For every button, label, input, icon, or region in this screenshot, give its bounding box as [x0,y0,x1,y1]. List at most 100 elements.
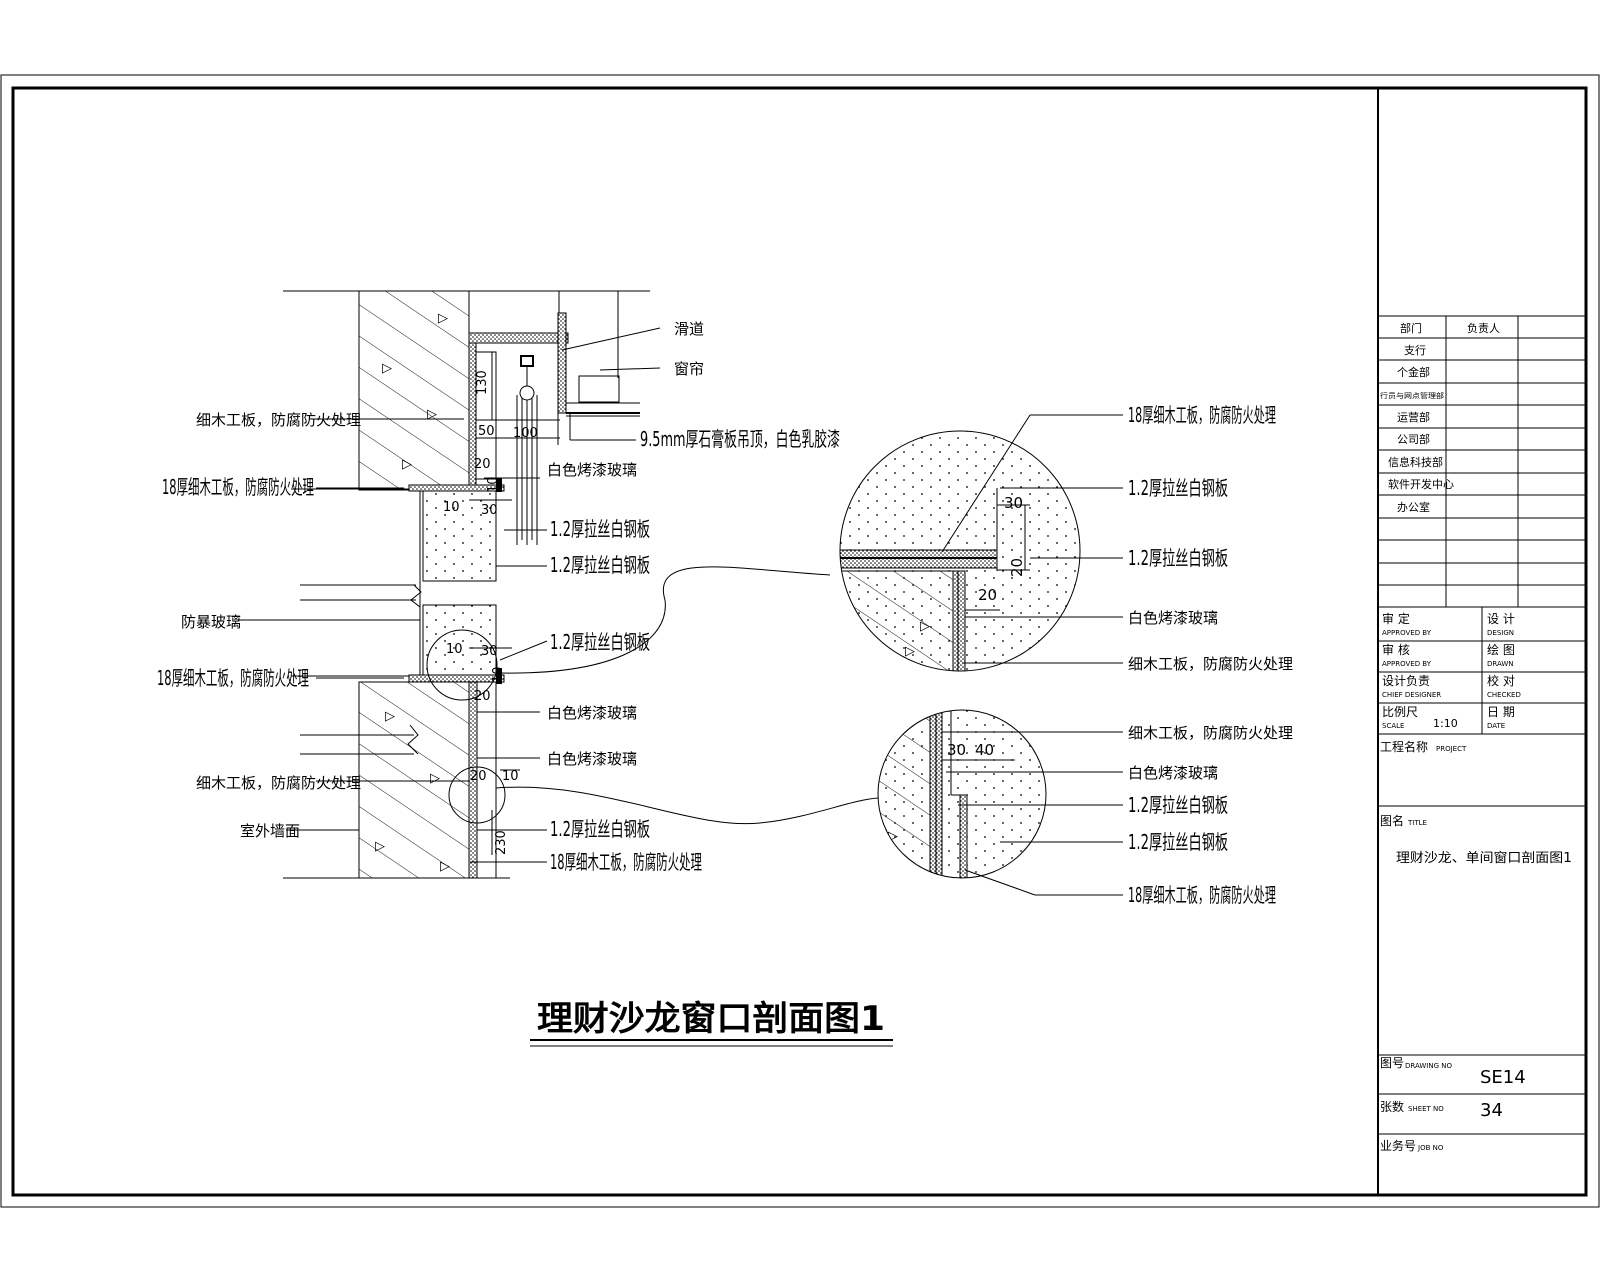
sheji-fuze-en: CHIEF DESIGNER [1382,691,1441,699]
detail-bottom-label-a: 细木工板，防腐防火处理 [1128,724,1293,742]
huitu-en: DRAWN [1487,660,1514,668]
glass-panels [300,490,497,679]
curtain-box [468,312,640,545]
detail-bottom-dim-40: 40 [975,741,994,759]
detail-top-dim-30: 30 [1004,494,1023,512]
approval-block: 审 定 APPROVED BY 审 核 APPROVED BY 设计负责 CHI… [1378,607,1586,735]
dept-7: 办公室 [1397,500,1430,514]
dim-130: 130 [475,370,490,395]
detail-marker-bottom [448,766,506,824]
label-glass-3: 白色烤漆玻璃 [547,750,637,768]
dim-10c: 10 [446,642,463,657]
dept-4: 公司部 [1397,432,1430,446]
svg-text:▷: ▷ [382,361,392,376]
huitu-label: 绘 图 [1487,642,1515,657]
dept-3: 运营部 [1397,410,1430,424]
shenhe-label: 审 核 [1382,642,1410,657]
dim-10d: 10 [491,666,506,683]
detail-top-label-c: 1.2厚拉丝白钢板 [1128,546,1228,570]
svg-text:▷: ▷ [385,709,395,724]
project-en: PROJECT [1436,745,1467,753]
dim-50: 50 [478,424,495,439]
sheji-fuze-label: 设计负责 [1382,674,1430,688]
title-block: 部门 负责人 支行 个金部 行员与网点管理部 运营部 公司部 信息科技部 软件开… [1377,88,1586,1195]
label-shigao: 9.5mm厚石膏板吊顶，白色乳胶漆 [640,427,840,451]
sheji-en: DESIGN [1487,629,1514,637]
dim-30a: 30 [481,503,498,518]
dept-1: 个金部 [1397,365,1430,379]
svg-text:▷: ▷ [427,407,437,422]
detail-top: ▷ ▷ 30 20 20 18厚细木工板，防腐防火处理 1.2厚拉丝白钢板 1.… [839,403,1293,673]
upper-wall: ▷ ▷ ▷ ▷ [358,290,470,491]
bili-en: SCALE [1382,722,1404,730]
dim-30b: 30 [481,644,498,659]
zhangshu-en: SHEET NO [1408,1105,1444,1113]
lower-wall: ▷ ▷ ▷ ▷ [283,681,510,879]
label-steel-4: 1.2厚拉丝白钢板 [550,817,650,841]
svg-text:▷: ▷ [888,829,898,844]
label-waiqiang: 室外墙面 [240,822,300,840]
tuhao-label: 图号 [1380,1056,1404,1070]
detail-bottom-label-d: 1.2厚拉丝白钢板 [1128,830,1228,854]
svg-text:▷: ▷ [920,619,930,634]
svg-text:▷: ▷ [430,771,440,786]
shending-label: 审 定 [1382,611,1410,626]
svg-text:▷: ▷ [375,839,385,854]
label-xmgb18-1: 18厚细木工板，防腐防火处理 [162,475,314,499]
dim-10a: 10 [486,476,501,493]
label-chuangdao: 滑道 [674,320,704,338]
dim-10e: 10 [502,769,519,784]
section-drawing: ▷ ▷ ▷ ▷ [157,290,879,879]
dept-table: 部门 负责人 支行 个金部 行员与网点管理部 运营部 公司部 信息科技部 软件开… [1378,316,1586,608]
riqi-label: 日 期 [1487,705,1515,719]
label-steel-1: 1.2厚拉丝白钢板 [550,517,650,541]
tuming-value: 理财沙龙、单间窗口剖面图1 [1396,850,1572,866]
dim-20b: 20 [474,689,491,704]
label-glass-2: 白色烤漆玻璃 [547,704,637,722]
detail-bottom-label-c: 1.2厚拉丝白钢板 [1128,793,1228,817]
detail-marker-top [426,629,498,701]
zhangshu-label: 张数 [1380,1099,1404,1114]
drawing-title-group: 理财沙龙窗口剖面图1 [530,999,893,1047]
dim-230: 230 [494,830,509,855]
dim-20c: 20 [470,769,487,784]
dept-2: 行员与网点管理部 [1380,391,1444,400]
label-xmgb-2: 细木工板，防腐防火处理 [196,774,361,792]
dim-10b: 10 [443,500,460,515]
dept-5: 信息科技部 [1388,455,1443,469]
tuming-en: TITLE [1407,819,1427,827]
label-xmgb18-2: 18厚细木工板，防腐防火处理 [157,666,309,690]
bili-label: 比例尺 [1382,705,1418,719]
detail-bottom-dim-30: 30 [947,741,966,759]
label-xmgb-1: 细木工板，防腐防火处理 [196,411,361,429]
tuhao-en: DRAWING NO [1405,1062,1452,1070]
svg-text:▷: ▷ [402,457,412,472]
label-steel-2: 1.2厚拉丝白钢板 [550,553,650,577]
dept-0: 支行 [1404,344,1426,357]
jiaodui-en: CHECKED [1487,691,1521,699]
label-chuanglian: 窗帘 [674,360,704,378]
riqi-en: DATE [1487,722,1505,730]
section-dimensions: 130 50 100 20 10 10 30 10 30 10 20 10 20… [443,352,560,855]
yewu-label: 业务号 [1380,1138,1416,1153]
dim-100: 100 [513,426,538,441]
zhangshu-value: 34 [1480,1100,1503,1121]
detail-top-label-d: 白色烤漆玻璃 [1128,609,1218,627]
bili-value: 1:10 [1433,717,1458,730]
label-steel-3: 1.2厚拉丝白钢板 [550,630,650,654]
tuhao-value: SE14 [1480,1067,1526,1088]
callout-curve-top [499,566,831,674]
label-glass-1: 白色烤漆玻璃 [547,461,637,479]
shenhe-en: APPROVED BY [1382,660,1432,668]
shending-en: APPROVED BY [1382,629,1432,637]
callout-curve-bottom [495,786,879,825]
tuming-label: 图名 [1380,813,1404,828]
label-fangbao: 防暴玻璃 [181,613,241,631]
detail-top-label-e: 细木工板，防腐防火处理 [1128,655,1293,673]
detail-bottom-label-e: 18厚细木工板，防腐防火处理 [1128,883,1276,907]
drawing-title: 理财沙龙窗口剖面图1 [537,999,885,1039]
detail-bottom-label-b: 白色烤漆玻璃 [1128,764,1218,782]
sheji-label: 设 计 [1487,612,1515,626]
dim-20a: 20 [474,457,491,472]
leader-lines [238,327,661,863]
